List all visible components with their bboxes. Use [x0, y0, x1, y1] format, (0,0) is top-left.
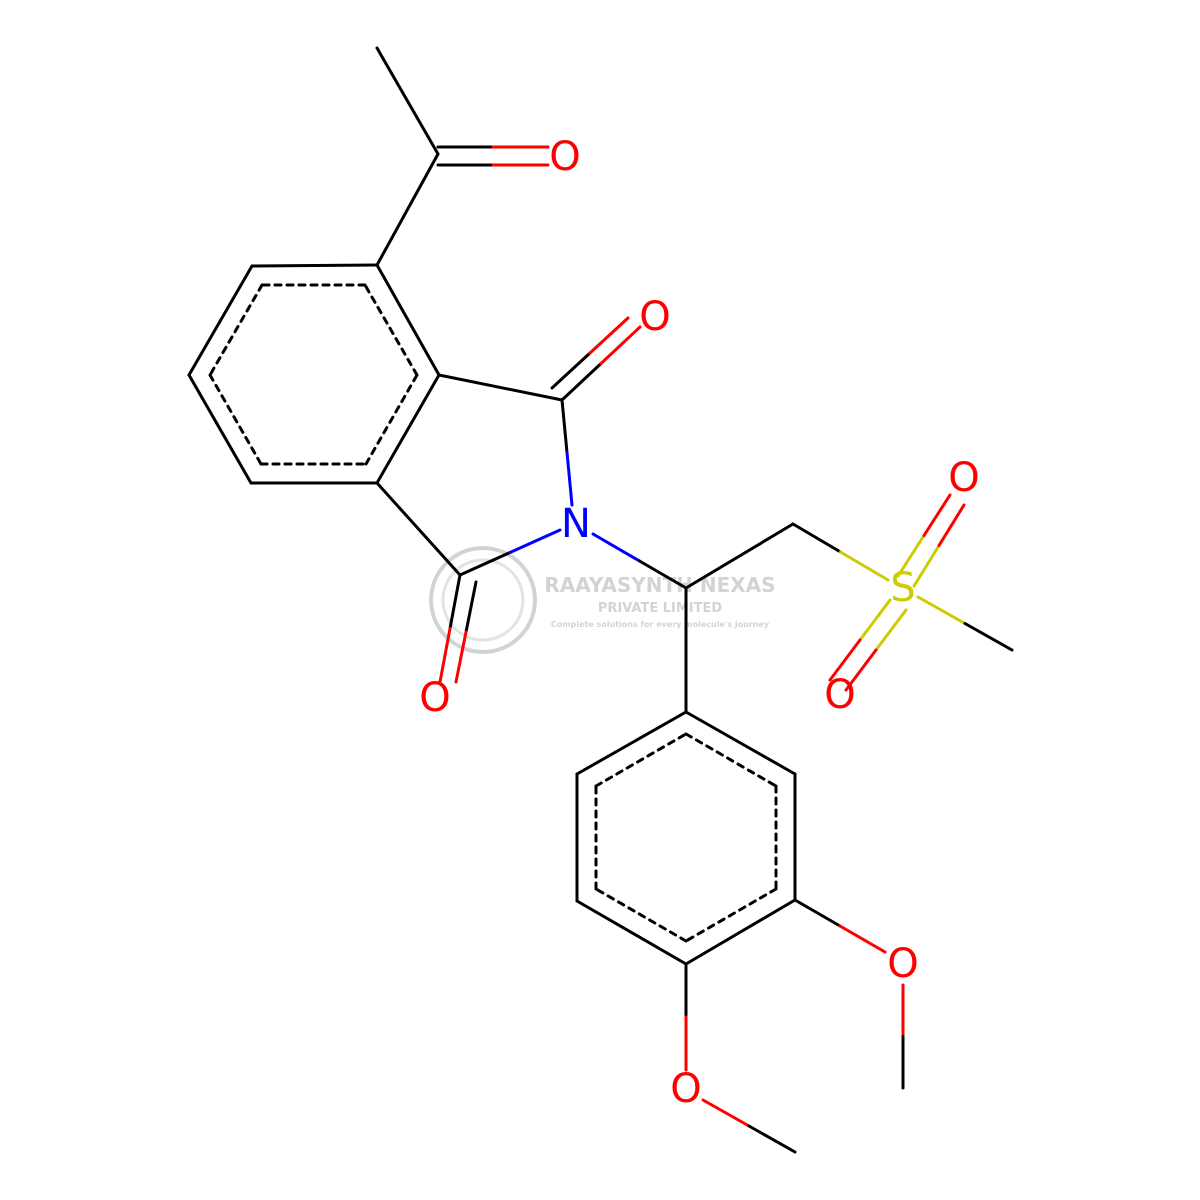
bond-imide-carbonyl-bottom [464, 580, 478, 634]
bond-ring-b-aromatic [684, 732, 778, 788]
atom-o-methoxy-4: O [670, 1066, 701, 1112]
watermark-subtitle: PRIVATE LIMITED [598, 601, 723, 616]
bond-n-ch [638, 559, 688, 590]
bond-ring-b [575, 899, 688, 966]
bond-s-o-top [912, 544, 941, 588]
atom-o-sulfone-top: O [948, 455, 979, 501]
bond-imide-n [458, 551, 512, 577]
bond-imide-carbonyl-top [588, 316, 630, 355]
bond-aryl-o-3 [793, 898, 842, 928]
atom-o-acetyl: O [549, 134, 580, 180]
bond-imide-carbonyl-top [560, 362, 603, 402]
bond-ring-a-aromatic [208, 373, 263, 466]
bond-o-methyl-4 [747, 1124, 797, 1154]
bond-o-methyl-4 [701, 1098, 751, 1128]
bonds-layer [187, 46, 1014, 1154]
bond-s-o-top [937, 503, 966, 547]
bond-ring-b-aromatic [684, 887, 778, 943]
bond-acetyl-ring [375, 152, 440, 267]
bond-ch2-s [839, 550, 890, 582]
atom-o-imide-top: O [639, 294, 670, 340]
bond-ch2-s [791, 522, 842, 554]
atom-o-sulfone-bottom: O [824, 672, 855, 718]
bond-ch-ch2 [684, 522, 795, 590]
watermark-logo-icon [441, 558, 525, 642]
bond-ring-a [187, 373, 253, 485]
bond-imide-carbonyl-top [599, 325, 642, 365]
atom-s-sulfone: S [890, 565, 915, 611]
watermark-company-name: RAAYASYNTH NEXAS [544, 573, 775, 597]
bond-n-ch [591, 532, 641, 563]
bond-ring-b [575, 710, 688, 776]
bond-imide-carbonyl-bottom [454, 630, 468, 684]
bond-imide [375, 481, 462, 577]
bond-s-o-bottom [858, 598, 892, 642]
watermark-tagline: Complete solutions for every molecule's … [551, 620, 770, 629]
bond-ring-a [250, 263, 379, 268]
bond-aryl-o-3 [838, 924, 887, 954]
company-watermark: RAAYASYNTH NEXAS PRIVATE LIMITED Complet… [429, 546, 776, 654]
bond-ring-b-aromatic [594, 887, 688, 943]
bond-imide [437, 373, 564, 402]
atom-n-imide: N [561, 501, 591, 547]
bond-imide-n [560, 398, 569, 454]
bond-ring-b [684, 710, 797, 776]
bond-ring-a [187, 264, 254, 377]
bond-ring-b [684, 898, 797, 966]
bond-s-o-top [896, 534, 926, 578]
atoms-layer: O O O N S O O O O [419, 134, 979, 1112]
bond-ring-a [375, 373, 441, 485]
bond-s-o-bottom [874, 608, 908, 652]
bond-s-methyl [963, 622, 1014, 652]
bond-ring-a-aromatic [364, 373, 419, 466]
bond-ring-b-aromatic [594, 732, 688, 788]
bond-ring-a-aromatic [363, 283, 419, 377]
atom-o-imide-bottom: O [419, 675, 450, 721]
bond-s-o-top [922, 493, 952, 537]
bond-ring-a [375, 263, 441, 377]
watermark-logo-ring [429, 546, 537, 654]
bond-acetyl-methyl [375, 46, 440, 156]
bond-imide-carbonyl-bottom [448, 573, 462, 630]
bond-imide-n [565, 451, 574, 507]
atom-o-methoxy-3: O [887, 941, 918, 987]
bond-ring-a-aromatic [208, 283, 264, 377]
bond-imide-n [508, 528, 562, 554]
bond-s-o-bottom [828, 638, 862, 682]
bond-imide-carbonyl-bottom [438, 627, 452, 684]
bond-s-methyl [916, 595, 967, 625]
bond-imide-carbonyl-top [550, 351, 592, 390]
bond-s-o-bottom [844, 648, 878, 692]
